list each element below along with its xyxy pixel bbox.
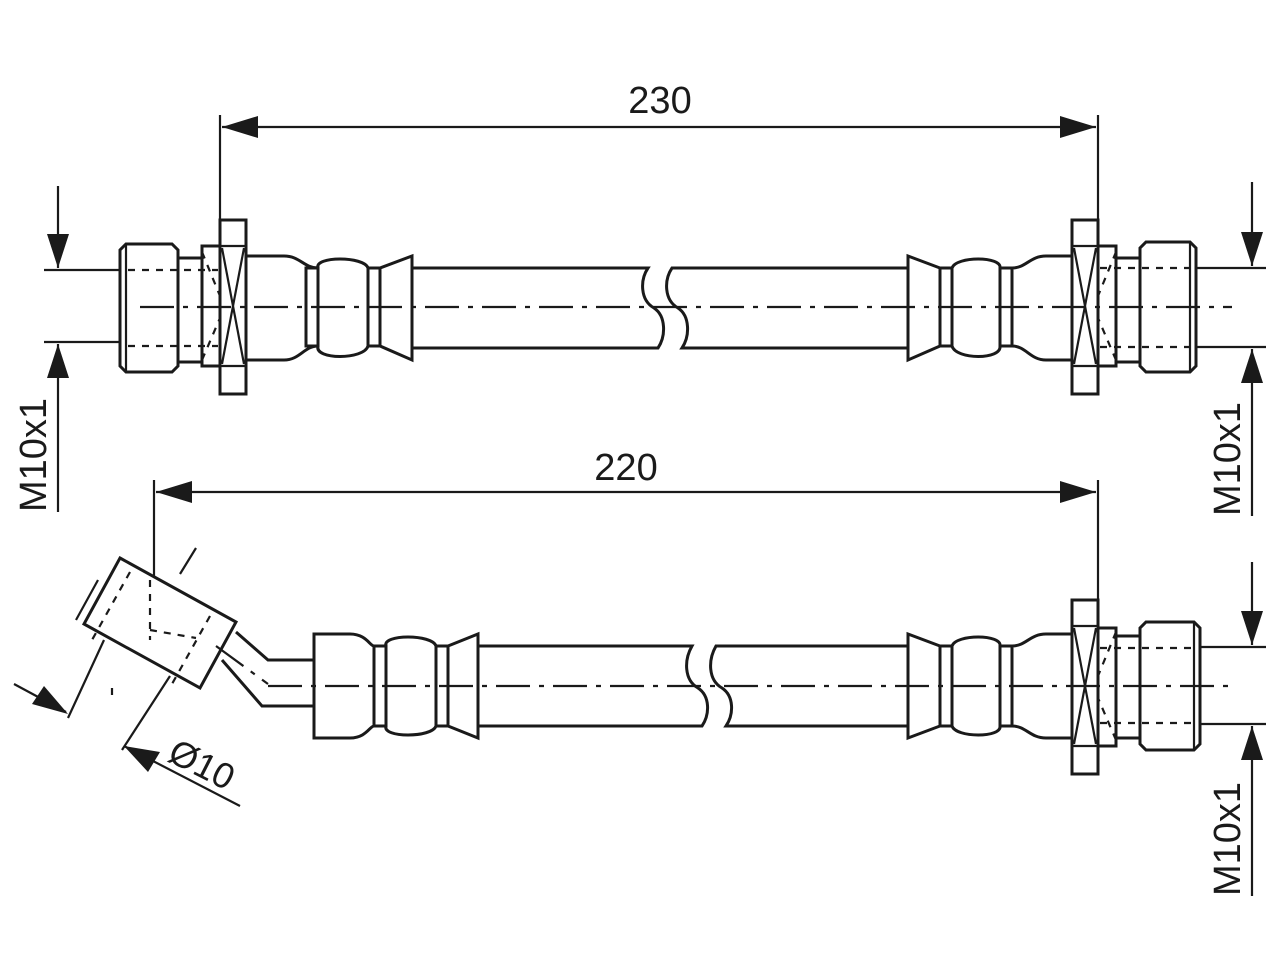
top-right-thread-dimension: M10x1: [1196, 182, 1266, 516]
diameter-label: Ø10: [162, 731, 241, 798]
top-left-thread-label: M10x1: [13, 398, 55, 512]
top-hose: 230 M10x1 M10x1: [13, 80, 1266, 516]
bottom-right-thread-label: M10x1: [1207, 782, 1249, 896]
bottom-left-angled-fitting: Ø10: [13, 547, 314, 807]
top-right-thread-label: M10x1: [1207, 402, 1249, 516]
bottom-hose-tube: [478, 644, 908, 728]
bottom-length-label: 220: [594, 447, 657, 489]
bottom-right-thread-dimension: M10x1: [1200, 562, 1266, 896]
bottom-length-dimension: 220: [152, 447, 1100, 620]
top-length-dimension: 230: [218, 80, 1100, 240]
top-left-thread-dimension: M10x1: [13, 186, 122, 512]
top-right-fitting: [906, 218, 1198, 396]
top-length-label: 230: [628, 80, 691, 122]
bottom-hose: 220 Ø10: [13, 447, 1266, 896]
